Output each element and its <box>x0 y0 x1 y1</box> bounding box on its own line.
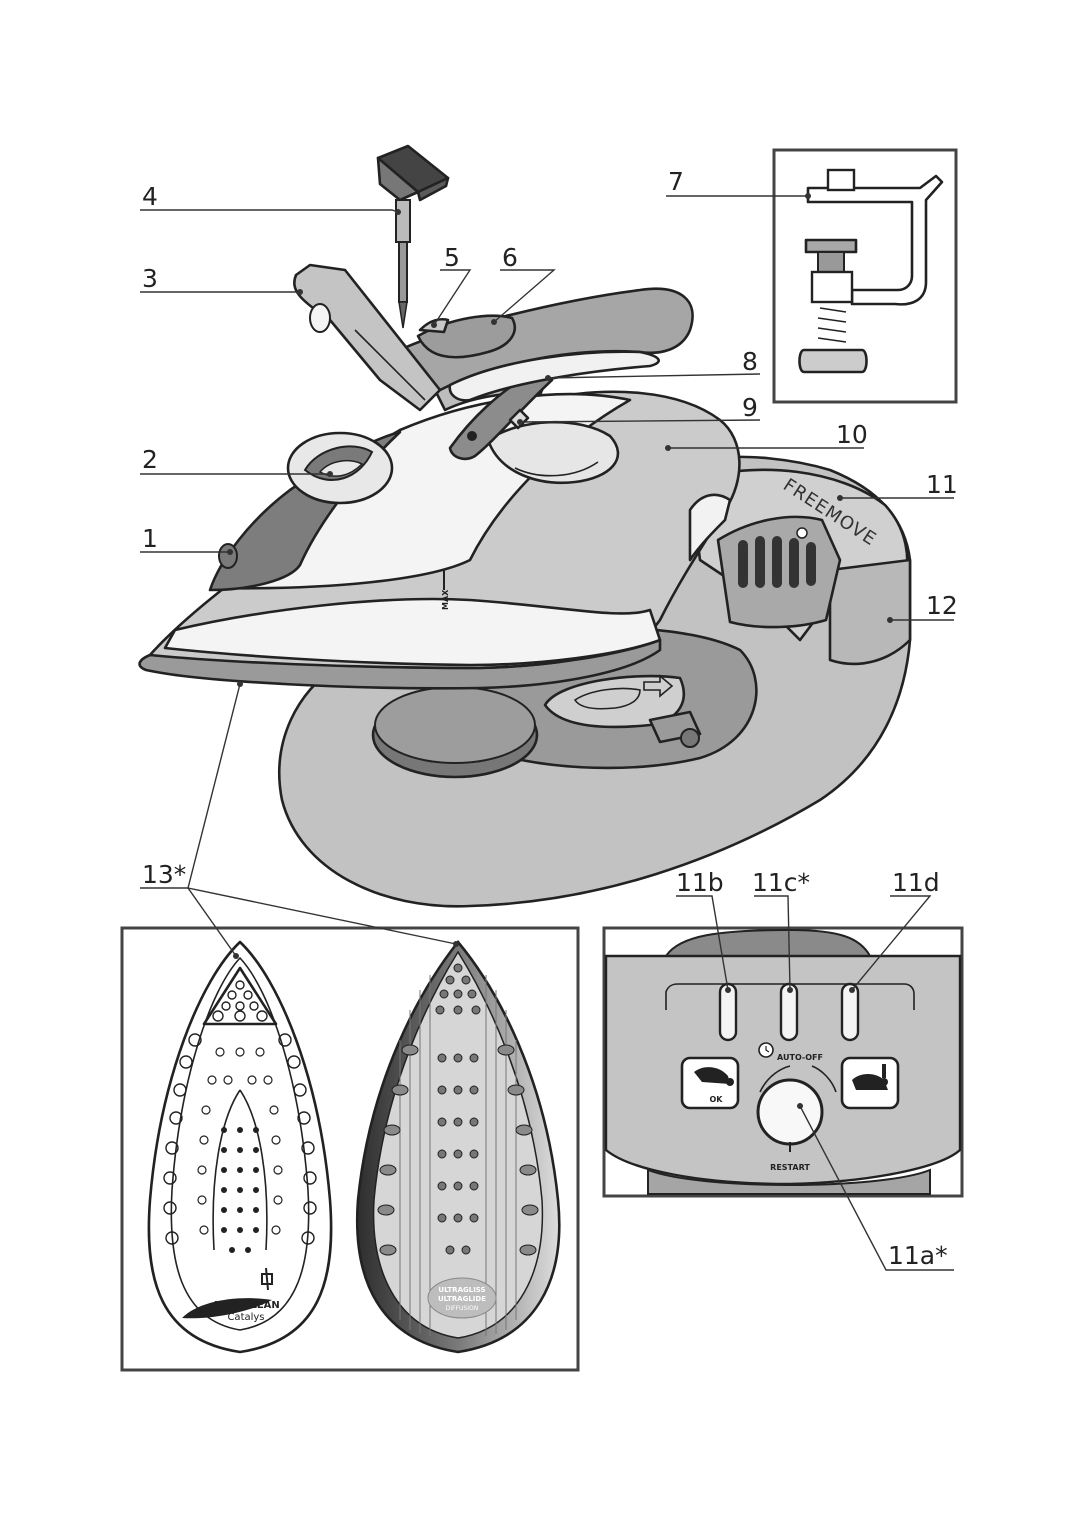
callout-11a: 11a* <box>888 1241 948 1270</box>
soleplate-ultragliss-line3: DIFFUSION <box>446 1305 478 1312</box>
soleplate-autoclean-brand: AUTOCLEAN <box>212 1300 280 1311</box>
vent-slots <box>738 536 816 588</box>
ok-label: OK <box>710 1095 724 1104</box>
soleplate-ultragliss-line1: ULTRAGLISS <box>438 1286 485 1294</box>
callout-13: 13* <box>142 860 186 889</box>
storage-clamp-box <box>772 148 958 404</box>
callout-3: 3 <box>142 264 158 293</box>
soleplate-panel: AUTOCLEAN Catalys <box>120 926 580 1372</box>
max-marking: MAX <box>441 589 450 610</box>
callout-12: 12 <box>926 591 958 620</box>
leader-dots <box>227 193 893 1109</box>
callout-9: 9 <box>742 393 758 422</box>
clamp-screw <box>798 307 868 374</box>
callout-6: 6 <box>502 243 518 272</box>
leader-lines <box>140 195 954 1271</box>
soleplate-autoclean-sub: Catalys <box>227 1312 264 1323</box>
callout-11c: 11c* <box>752 868 810 897</box>
control-panel-detail: OK AUTO-OFF RESTART <box>602 926 964 1198</box>
auto-off-dial: AUTO-OFF RESTART <box>756 1042 837 1172</box>
callout-8: 8 <box>742 347 758 376</box>
callout-7: 7 <box>668 167 684 196</box>
auto-off-label: AUTO-OFF <box>777 1053 823 1062</box>
callout-2: 2 <box>142 445 158 474</box>
soleplate-autoclean: AUTOCLEAN Catalys <box>147 940 333 1354</box>
callout-11b: 11b <box>676 868 724 897</box>
callout-4: 4 <box>142 182 158 211</box>
callout-10: 10 <box>836 420 868 449</box>
filling-flap <box>293 263 442 412</box>
soleplate-ultragliss: ULTRAGLISS ULTRAGLIDE DIFFUSION <box>355 939 561 1354</box>
ok-icon: OK <box>680 1056 740 1110</box>
callout-11d: 11d <box>892 868 940 897</box>
callout-11: 11 <box>926 470 958 499</box>
callout-labels: 4 3 5 6 7 8 9 10 11 2 1 12 13* 11b 11c* … <box>142 167 958 1270</box>
anti-scale-valve <box>376 144 450 329</box>
soleplate-ultragliss-line2: ULTRAGLIDE <box>438 1295 486 1303</box>
callout-1: 1 <box>142 524 158 553</box>
restart-label: RESTART <box>770 1163 810 1172</box>
iron: MAX <box>138 287 741 690</box>
indicator-lights <box>718 982 860 1042</box>
steam-temp-icon <box>840 1056 900 1110</box>
callout-5: 5 <box>444 243 460 272</box>
